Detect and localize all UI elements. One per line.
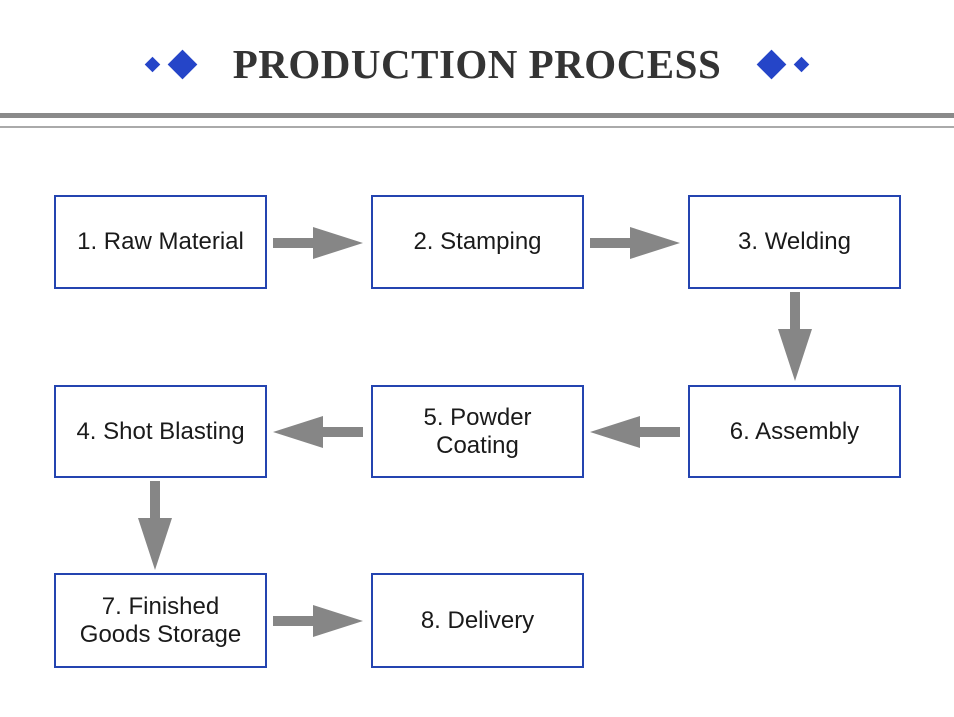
divider-line-thin xyxy=(0,126,954,128)
flow-step-finished-goods-storage: 7. Finished Goods Storage xyxy=(54,573,267,668)
right-diamond-decoration xyxy=(756,49,810,79)
large-diamond-icon xyxy=(167,49,198,79)
large-diamond-icon xyxy=(756,49,787,79)
flow-step-label: 1. Raw Material xyxy=(77,228,244,256)
flow-step-label: 2. Stamping xyxy=(413,228,542,256)
arrow-stamping-to-welding-icon xyxy=(590,227,680,259)
flow-step-welding: 3. Welding xyxy=(688,195,901,289)
flow-step-powder-coating: 5. Powder Coating xyxy=(371,385,584,478)
flow-step-delivery: 8. Delivery xyxy=(371,573,584,668)
flow-step-label: 5. Powder Coating xyxy=(423,403,532,459)
small-diamond-icon xyxy=(793,56,810,72)
flow-step-raw-material: 1. Raw Material xyxy=(54,195,267,289)
left-diamond-decoration xyxy=(144,49,198,79)
flow-step-label: 4. Shot Blasting xyxy=(76,417,245,445)
page-title: PRODUCTION PROCESS xyxy=(232,41,722,87)
arrow-assembly-to-powder-coating-icon xyxy=(590,416,680,448)
arrow-welding-to-assembly-icon xyxy=(778,292,812,381)
small-diamond-icon xyxy=(144,56,161,72)
arrow-finished-goods-to-delivery-icon xyxy=(273,605,363,637)
arrow-shot-blasting-to-finished-goods-icon xyxy=(138,481,172,570)
flow-step-stamping: 2. Stamping xyxy=(371,195,584,289)
arrow-powder-coating-to-shot-blasting-icon xyxy=(273,416,363,448)
flow-step-label: 8. Delivery xyxy=(420,606,535,634)
divider-line-thick xyxy=(0,113,954,118)
flow-step-label: 6. Assembly xyxy=(729,417,860,445)
flow-step-label: 3. Welding xyxy=(738,228,851,256)
flow-step-label: 7. Finished Goods Storage xyxy=(79,592,242,648)
flow-step-assembly: 6. Assembly xyxy=(688,385,901,478)
arrow-raw-material-to-stamping-icon xyxy=(273,227,363,259)
slide-header: PRODUCTION PROCESS xyxy=(0,40,954,88)
flow-step-shot-blasting: 4. Shot Blasting xyxy=(54,385,267,478)
